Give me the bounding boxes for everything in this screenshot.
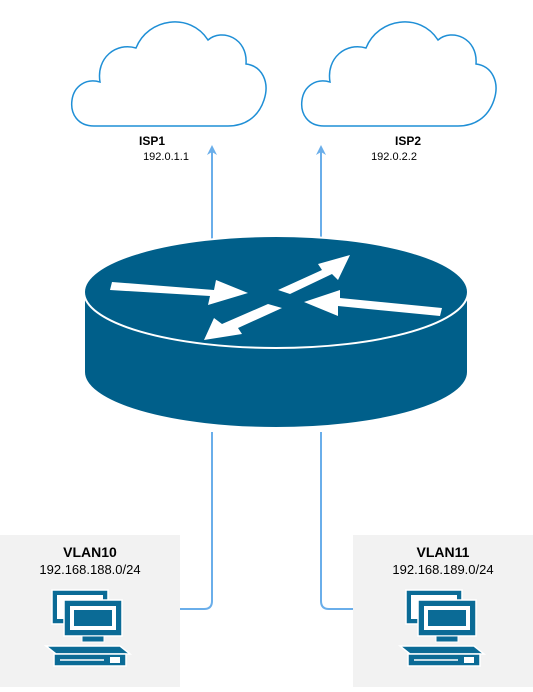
router-icon [83, 235, 469, 429]
isp1-cloud-icon [70, 21, 267, 127]
vlan10-name: VLAN10 [63, 544, 117, 560]
isp1-ip: 192.0.1.1 [143, 151, 189, 163]
vlan11-name: VLAN11 [417, 544, 470, 560]
link-router-vlan11 [320, 432, 353, 610]
vlan11-subnet: 192.168.189.0/24 [392, 562, 493, 577]
isp2-name: ISP2 [395, 134, 421, 148]
isp1-name: ISP1 [139, 134, 165, 148]
router-arrow-in-right [304, 290, 442, 316]
vlan10-subnet: 192.168.188.0/24 [39, 562, 140, 577]
isp2-cloud-icon [300, 21, 497, 127]
isp2-ip: 192.0.2.2 [371, 151, 417, 163]
router-arrow-in-left [110, 280, 248, 305]
router-arrow-out-up [278, 255, 350, 294]
link-router-vlan10 [180, 432, 213, 610]
router-arrow-out-down [204, 304, 282, 340]
